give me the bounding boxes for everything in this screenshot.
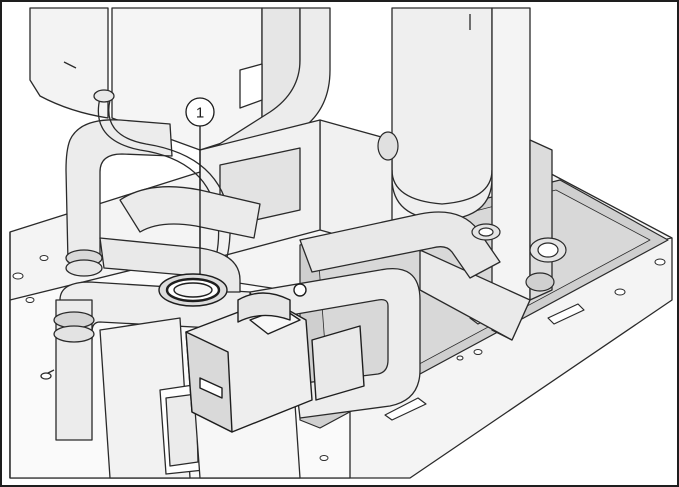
- right-fittings: [377, 131, 567, 292]
- valve-actuator: [185, 283, 365, 433]
- callout-label: 1: [196, 105, 204, 122]
- left-down-pipe: [40, 299, 95, 441]
- floor-bolts: [12, 255, 666, 461]
- valve-opening: [158, 273, 228, 307]
- callout-circle: [185, 97, 215, 127]
- right-tank: [391, 7, 493, 221]
- center-back-panel: [111, 7, 301, 151]
- left-back-panel: [29, 7, 109, 119]
- left-elbow-pipe: [65, 119, 173, 277]
